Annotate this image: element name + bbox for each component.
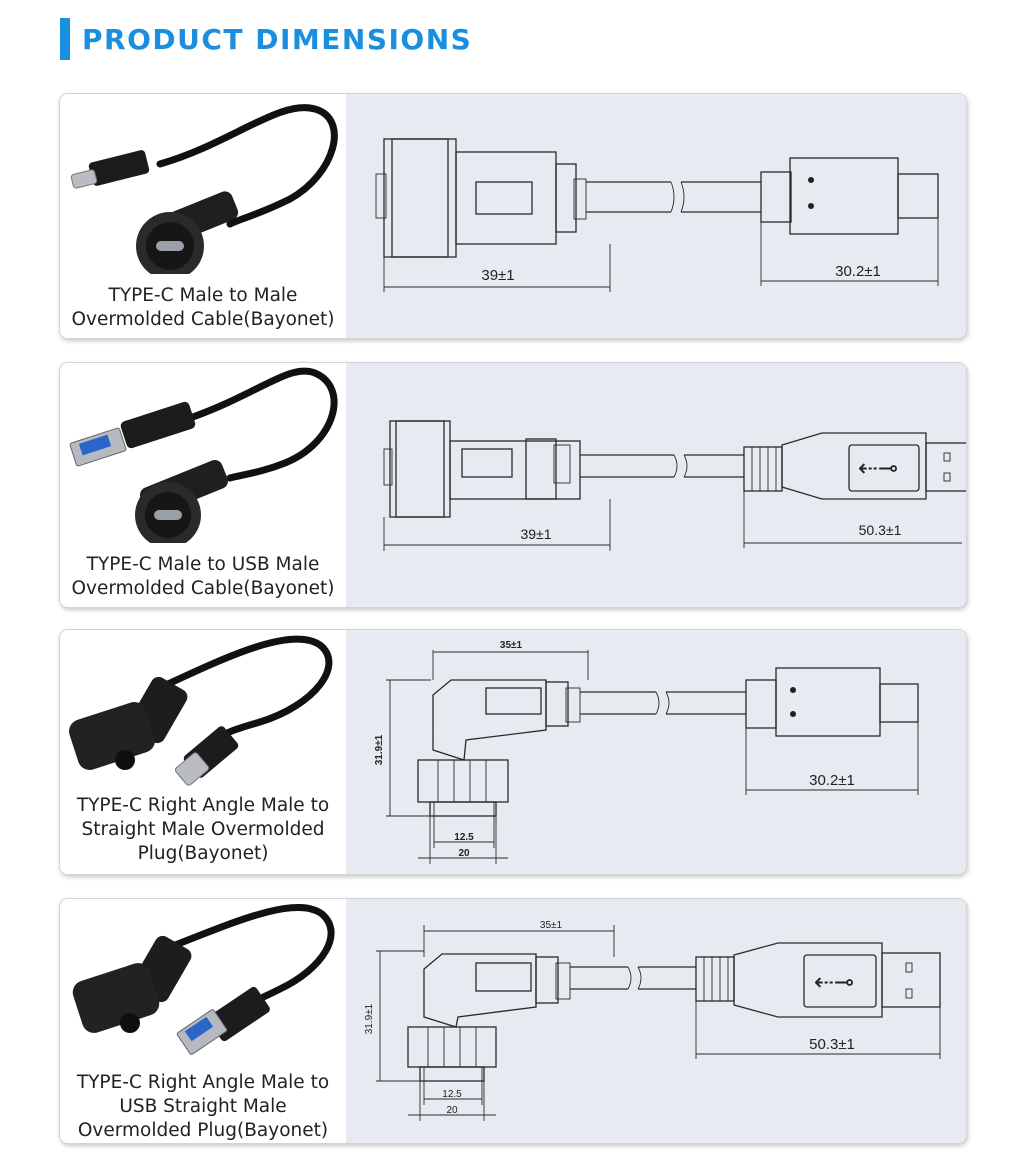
product-photo-panel: TYPE-C Right Angle Male to USB Straight … <box>60 899 346 1143</box>
product-card-3: TYPE-C Right Angle Male to Straight Male… <box>59 629 967 875</box>
dimension-label: 30.2±1 <box>835 263 881 280</box>
usb-icon: ⇠⊸ <box>814 969 854 996</box>
dimension-label: 35±1 <box>500 640 523 651</box>
product-card-4: TYPE-C Right Angle Male to USB Straight … <box>59 898 967 1144</box>
caption-line: Overmolded Cable(Bayonet) <box>71 578 335 599</box>
caption-line: Straight Male Overmolded <box>81 819 325 840</box>
caption-line: USB Straight Male <box>119 1096 287 1117</box>
product-caption: TYPE-C Right Angle Male to Straight Male… <box>60 794 346 866</box>
dimension-label: 35±1 <box>540 920 563 931</box>
dimension-drawing: 35±1 ⇠⊸ <box>364 920 941 1121</box>
usb-icon: ⇠⊸ <box>858 455 898 482</box>
product-photo <box>69 367 338 543</box>
dimension-label: 31.9±1 <box>364 1003 375 1034</box>
dimension-drawing: 35±1 <box>374 640 919 864</box>
header-accent-bar <box>60 18 70 60</box>
product-caption: TYPE-C Male to Male Overmolded Cable(Bay… <box>60 284 346 332</box>
product-caption: TYPE-C Male to USB Male Overmolded Cable… <box>60 553 346 601</box>
dimension-drawing: 39±1 30.2±1 <box>375 138 939 292</box>
dimension-label: 30.2±1 <box>809 772 855 789</box>
product-photo <box>72 903 335 1055</box>
caption-line: Overmolded Plug(Bayonet) <box>77 1120 329 1141</box>
dimension-drawing-panel: 35±1 ⇠⊸ <box>346 899 966 1143</box>
product-photo <box>70 104 338 274</box>
dimension-drawing-panel: ⇠⊸ 39±1 50.3±1 <box>346 363 966 607</box>
caption-line: TYPE-C Male to Male <box>108 285 298 306</box>
dimension-drawing-panel: 39±1 30.2±1 <box>346 94 966 338</box>
dimension-drawing-panel: 35±1 <box>346 630 966 874</box>
page-title: PRODUCT DIMENSIONS <box>82 22 473 56</box>
product-card-2: TYPE-C Male to USB Male Overmolded Cable… <box>59 362 967 608</box>
product-photo-panel: TYPE-C Male to USB Male Overmolded Cable… <box>60 363 346 607</box>
dimension-label: 12.5 <box>454 832 474 843</box>
product-caption: TYPE-C Right Angle Male to USB Straight … <box>60 1071 346 1143</box>
product-photo-panel: TYPE-C Male to Male Overmolded Cable(Bay… <box>60 94 346 338</box>
dimension-label: 39±1 <box>520 526 551 542</box>
dimension-label: 39±1 <box>481 267 514 284</box>
section-header: PRODUCT DIMENSIONS <box>60 18 472 60</box>
caption-line: Overmolded Cable(Bayonet) <box>71 309 335 330</box>
dimension-label: 20 <box>458 848 470 859</box>
caption-line: TYPE-C Male to USB Male <box>86 554 320 575</box>
dimension-label: 50.3±1 <box>809 1036 855 1053</box>
dimension-drawing: ⇠⊸ 39±1 50.3±1 <box>383 420 966 551</box>
dimension-label: 31.9±1 <box>374 734 385 765</box>
product-card-1: TYPE-C Male to Male Overmolded Cable(Bay… <box>59 93 967 339</box>
caption-line: TYPE-C Right Angle Male to <box>76 795 330 816</box>
caption-line: Plug(Bayonet) <box>137 843 269 864</box>
product-photo <box>69 635 333 786</box>
product-photo-panel: TYPE-C Right Angle Male to Straight Male… <box>60 630 346 874</box>
dimension-label: 12.5 <box>442 1089 462 1100</box>
dimension-label: 50.3±1 <box>859 522 902 538</box>
caption-line: TYPE-C Right Angle Male to <box>76 1072 330 1093</box>
dimension-label: 20 <box>446 1105 458 1116</box>
